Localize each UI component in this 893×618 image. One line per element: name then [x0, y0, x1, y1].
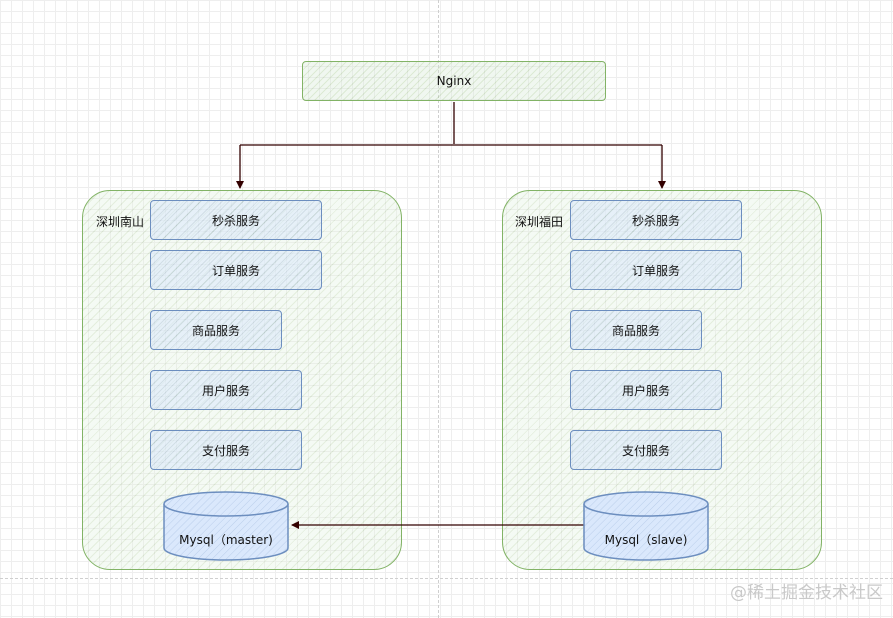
- service-payment-nanshan[interactable]: 支付服务: [150, 430, 302, 470]
- service-label: 用户服务: [621, 383, 670, 398]
- database-slave-label: Mysql（slave): [604, 533, 688, 547]
- service-label: 订单服务: [211, 263, 260, 278]
- service-product-nanshan[interactable]: 商品服务: [150, 310, 282, 350]
- region-label-futian: 深圳福田: [515, 215, 564, 229]
- region-label-nanshan: 深圳南山: [96, 215, 145, 229]
- service-label: 支付服务: [201, 443, 250, 458]
- service-label: 商品服务: [611, 323, 660, 338]
- service-order-nanshan[interactable]: 订单服务: [150, 250, 322, 290]
- service-label: 订单服务: [631, 263, 680, 278]
- service-order-futian[interactable]: 订单服务: [570, 250, 742, 290]
- nginx-label: Nginx: [436, 74, 472, 88]
- service-label: 商品服务: [191, 323, 240, 338]
- horizontal-guide-line: [0, 578, 893, 579]
- service-user-futian[interactable]: 用户服务: [570, 370, 722, 410]
- service-product-futian[interactable]: 商品服务: [570, 310, 702, 350]
- service-seckill-futian[interactable]: 秒杀服务: [570, 200, 742, 240]
- service-label: 用户服务: [201, 383, 250, 398]
- service-label: 秒杀服务: [211, 213, 260, 228]
- service-label: 支付服务: [621, 443, 670, 458]
- vertical-guide-line: [438, 0, 439, 618]
- database-master-label: Mysql（master): [179, 533, 273, 547]
- watermark: @稀土掘金技术社区: [730, 583, 883, 603]
- service-label: 秒杀服务: [631, 213, 680, 228]
- service-seckill-nanshan[interactable]: 秒杀服务: [150, 200, 322, 240]
- service-user-nanshan[interactable]: 用户服务: [150, 370, 302, 410]
- nginx-node[interactable]: Nginx: [302, 61, 606, 101]
- service-payment-futian[interactable]: 支付服务: [570, 430, 722, 470]
